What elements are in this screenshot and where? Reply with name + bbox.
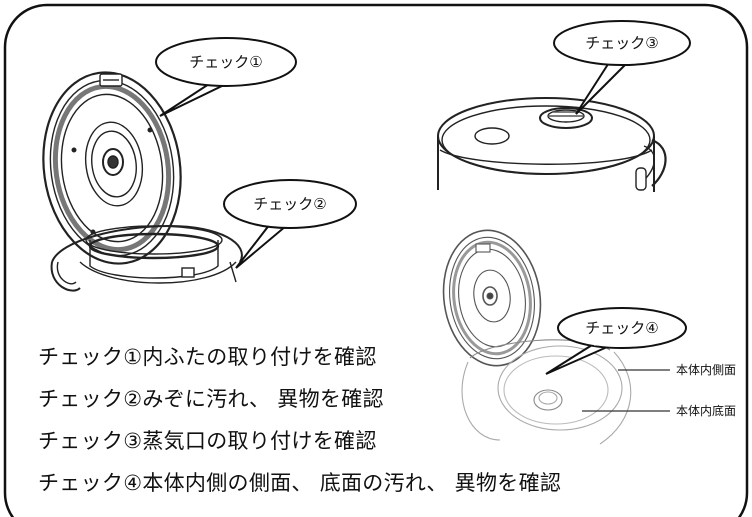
bubble-check3-label: チェック③ (585, 34, 658, 52)
checklist-item-4: チェック④本体内側の側面、 底面の汚れ、 異物を確認 (38, 471, 562, 495)
checklist-item-2: チェック②みぞに汚れ、 異物を確認 (38, 387, 384, 411)
bubble-check2-label: チェック② (253, 195, 326, 213)
callout-side-label: 本体内側面 (676, 363, 736, 377)
bubble-check1: チェック① (155, 37, 297, 117)
checklist-item-1: チェック①内ふたの取り付けを確認 (38, 345, 377, 369)
callout-bottom-label: 本体内底面 (676, 403, 736, 418)
closed-top-illustration (437, 97, 667, 192)
bubble-check2: チェック② (223, 179, 357, 269)
bubble-check1-label: チェック① (189, 53, 262, 71)
outer-frame (3, 3, 749, 517)
bubble-check3: チェック③ (553, 20, 691, 115)
inner-pot-illustration (442, 229, 632, 445)
checklist: チェック①内ふたの取り付けを確認 チェック②みぞに汚れ、 異物を確認 チェック③… (38, 336, 561, 504)
bubble-check4: チェック④ (545, 307, 687, 375)
checklist-item-3: チェック③蒸気口の取り付けを確認 (38, 429, 377, 453)
open-lid-illustration (42, 71, 243, 292)
bubble-check4-label: チェック④ (585, 319, 658, 337)
